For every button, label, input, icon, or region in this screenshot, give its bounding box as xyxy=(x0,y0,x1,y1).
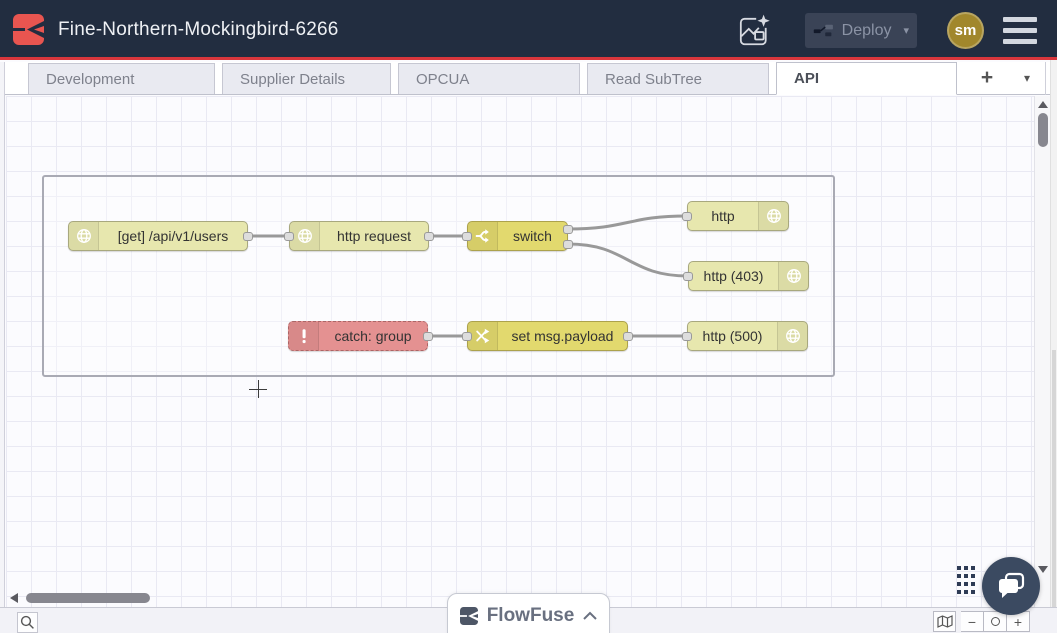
avatar-initials: sm xyxy=(954,22,977,39)
node-label: switch xyxy=(513,228,552,244)
zoom-out-button[interactable]: − xyxy=(961,611,984,632)
node-label: catch: group xyxy=(334,328,412,344)
globe-icon xyxy=(778,262,808,290)
globe-icon xyxy=(290,222,320,250)
page-scrollbar[interactable] xyxy=(1050,60,1057,633)
flow-node-http-request[interactable]: http request xyxy=(284,221,434,251)
flow-node-http-out-403[interactable]: http (403) xyxy=(683,261,809,291)
tab-bar-controls: + ▾ xyxy=(964,61,1057,94)
deploy-nodes-icon xyxy=(813,24,833,37)
output-port[interactable] xyxy=(563,240,573,249)
tab-development[interactable]: Development xyxy=(28,63,215,94)
vertical-scrollbar-thumb[interactable] xyxy=(1038,113,1048,147)
zoom-reset-icon xyxy=(990,617,1000,626)
flow-node-http-in[interactable]: [get] /api/v1/users xyxy=(68,221,253,251)
node-label: http (403) xyxy=(703,268,764,284)
navigator-toggle-button[interactable] xyxy=(933,611,956,632)
main-menu-icon[interactable] xyxy=(1003,17,1037,44)
zoom-controls: − + xyxy=(933,611,1030,632)
deploy-label: Deploy xyxy=(841,21,892,39)
zoom-reset-button[interactable] xyxy=(984,611,1007,632)
flowfuse-tools-pill[interactable]: FlowFuse xyxy=(447,593,610,633)
globe-icon xyxy=(69,222,99,250)
globe-icon xyxy=(758,202,788,230)
input-port[interactable] xyxy=(462,332,472,341)
instance-title: Fine-Northern-Mockingbird-6266 xyxy=(58,19,339,40)
flowfuse-pill-label: FlowFuse xyxy=(486,604,575,626)
tab-api[interactable]: API xyxy=(776,62,957,95)
input-port[interactable] xyxy=(683,272,693,281)
input-port[interactable] xyxy=(284,232,294,241)
flow-node-catch-group[interactable]: catch: group xyxy=(288,321,433,351)
add-flow-button[interactable]: + xyxy=(980,66,994,89)
deploy-button[interactable]: Deploy ▾ xyxy=(805,13,917,48)
tab-supplier-details[interactable]: Supplier Details xyxy=(222,63,391,94)
flow-node-http-out-500[interactable]: http (500) xyxy=(682,321,808,351)
horizontal-scrollbar-thumb[interactable] xyxy=(26,593,150,603)
page-scrollbar-thumb[interactable] xyxy=(1052,350,1056,633)
collapsed-palette-strip[interactable] xyxy=(0,62,5,607)
scroll-left-icon[interactable] xyxy=(10,593,18,603)
deploy-caret-icon[interactable]: ▾ xyxy=(903,25,909,37)
output-port[interactable] xyxy=(623,332,633,341)
flowfuse-mark-icon xyxy=(459,606,478,625)
tab-read-subtree[interactable]: Read SubTree xyxy=(587,63,769,94)
output-port[interactable] xyxy=(243,232,253,241)
tab-bar-divider xyxy=(1045,62,1046,95)
crosshair-cursor xyxy=(258,380,259,398)
node-label: set msg.payload xyxy=(511,328,614,344)
flow-list-caret-icon[interactable]: ▾ xyxy=(1023,70,1031,85)
node-label: http (500) xyxy=(702,328,763,344)
chat-launcher-button[interactable] xyxy=(982,557,1040,615)
search-icon xyxy=(20,615,34,629)
chevron-up-icon[interactable] xyxy=(583,611,598,620)
node-label: http xyxy=(711,208,735,224)
input-port[interactable] xyxy=(682,212,692,221)
fork-icon xyxy=(468,222,498,250)
node-label: [get] /api/v1/users xyxy=(117,228,229,244)
scroll-down-icon[interactable] xyxy=(1038,566,1048,573)
user-avatar[interactable]: sm xyxy=(947,12,984,49)
flow-assistant-icon[interactable] xyxy=(735,12,771,50)
flow-node-switch[interactable]: switch xyxy=(462,221,573,251)
exclaim-icon xyxy=(289,322,319,350)
output-port[interactable] xyxy=(423,332,433,341)
scroll-up-icon[interactable] xyxy=(1038,101,1048,108)
output-port[interactable] xyxy=(424,232,434,241)
map-icon xyxy=(936,615,953,628)
input-port[interactable] xyxy=(462,232,472,241)
header-bar: Fine-Northern-Mockingbird-6266 Deploy ▾ … xyxy=(0,0,1057,60)
flow-node-set-payload[interactable]: set msg.payload xyxy=(462,321,633,351)
tab-opcua[interactable]: OPCUA xyxy=(398,63,580,94)
vertical-scrollbar[interactable] xyxy=(1034,96,1050,607)
globe-icon xyxy=(777,322,807,350)
input-port[interactable] xyxy=(682,332,692,341)
flowfuse-logo-icon[interactable] xyxy=(13,14,44,45)
change-icon xyxy=(468,322,498,350)
chat-icon xyxy=(999,572,1025,598)
node-label: http request xyxy=(337,228,411,244)
search-button[interactable] xyxy=(17,612,38,633)
output-port[interactable] xyxy=(563,225,573,234)
flow-node-http-out[interactable]: http xyxy=(682,201,789,231)
widget-drag-handle[interactable] xyxy=(957,566,977,598)
flow-canvas[interactable] xyxy=(6,96,1034,607)
